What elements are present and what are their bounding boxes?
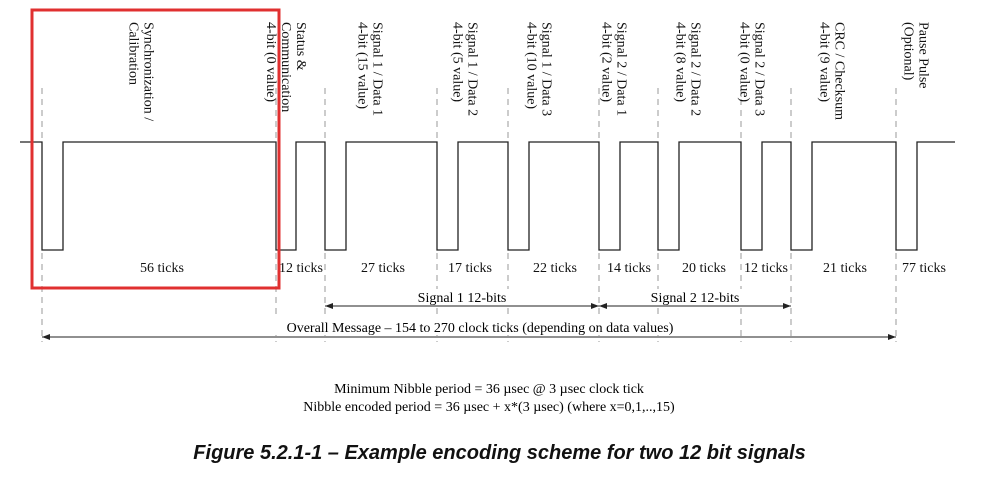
signal1-span: Signal 1 12-bits xyxy=(325,289,599,309)
column-label: 4-bit (15 value) xyxy=(355,22,370,109)
highlight-box xyxy=(30,8,281,290)
signal-waveform xyxy=(20,141,955,251)
column-label: Signal 1 / Data 2 xyxy=(465,22,480,116)
column-label: Calibration xyxy=(126,22,141,85)
column-label: Communication xyxy=(278,22,293,112)
tick-count-labels: 56 ticks 12 ticks 27 ticks 17 ticks 22 ticks… xyxy=(140,261,946,276)
column-label: Signal 2 / Data 1 xyxy=(614,22,629,116)
note-min-nibble: Minimum Nibble period = 36 µsec @ 3 µsec… xyxy=(334,382,644,397)
tick-count-label: 12 ticks xyxy=(744,261,788,276)
tick-count-label: 22 ticks xyxy=(533,261,577,276)
signal1-span-label: Signal 1 12-bits xyxy=(418,291,507,306)
figure-caption: Figure 5.2.1-1 – Example encoding scheme… xyxy=(193,442,806,464)
column-label: Signal 2 / Data 3 xyxy=(752,22,767,116)
overall-span: Overall Message – 154 to 270 clock ticks… xyxy=(42,318,896,340)
column-label: 4-bit (0 value) xyxy=(263,22,278,102)
column-label: Pause Pulse xyxy=(916,22,931,89)
tick-count-label: 27 ticks xyxy=(361,261,405,276)
tick-count-label: 20 ticks xyxy=(682,261,726,276)
column-label: 4-bit (9 value) xyxy=(817,22,832,102)
tick-count-label: 21 ticks xyxy=(823,261,867,276)
overall-span-label: Overall Message – 154 to 270 clock ticks… xyxy=(287,321,674,336)
column-label: Signal 1 / Data 1 xyxy=(370,22,385,116)
column-label: (Optional) xyxy=(901,22,916,81)
column-label: 4-bit (0 value) xyxy=(737,22,752,102)
tick-count-label: 77 ticks xyxy=(902,261,946,276)
tick-count-label: 12 ticks xyxy=(279,261,323,276)
tick-count-label: 14 ticks xyxy=(607,261,651,276)
column-label: 4-bit (2 value) xyxy=(599,22,614,102)
tick-count-label: 17 ticks xyxy=(448,261,492,276)
note-encoded-period: Nibble encoded period = 36 µsec + x*(3 µ… xyxy=(303,400,675,415)
column-label: CRC / Checksum xyxy=(832,22,847,120)
column-label: Signal 1 / Data 3 xyxy=(539,22,554,116)
tick-count-label: 56 ticks xyxy=(140,261,184,276)
column-label: Synchronization / xyxy=(141,22,156,121)
column-label: 4-bit (8 value) xyxy=(673,22,688,102)
column-label: 4-bit (10 value) xyxy=(524,22,539,109)
column-labels: Synchronization /Calibration Status &Comm… xyxy=(126,22,931,121)
signal2-span: Signal 2 12-bits xyxy=(599,289,791,309)
column-label: Status & xyxy=(293,22,308,71)
column-label: 4-bit (5 value) xyxy=(450,22,465,102)
signal2-span-label: Signal 2 12-bits xyxy=(651,291,740,306)
column-label: Signal 2 / Data 2 xyxy=(688,22,703,116)
